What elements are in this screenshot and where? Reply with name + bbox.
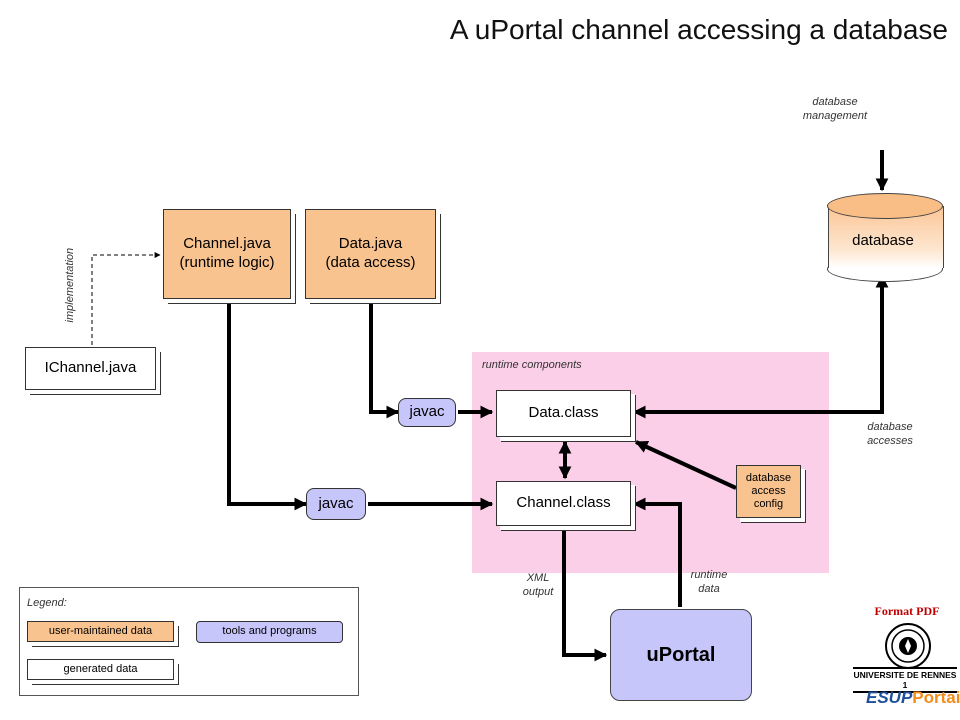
database-cylinder-top bbox=[827, 193, 943, 219]
xml-output-connector bbox=[562, 526, 608, 662]
database-management-label: database management bbox=[790, 95, 880, 124]
university-name: UNIVERSITE DE RENNES 1 bbox=[853, 667, 957, 693]
config-line2: access bbox=[751, 484, 786, 497]
db-mgmt-line2: management bbox=[802, 110, 868, 123]
format-pdf-label: Format PDF bbox=[874, 604, 940, 618]
esup-logo-suffix: Portail bbox=[912, 688, 960, 707]
xml-output-label: XML output bbox=[508, 571, 568, 600]
channel-java-line1: Channel.java bbox=[183, 235, 271, 253]
rt-line2: data bbox=[698, 583, 720, 596]
database-accesses-connector bbox=[632, 274, 889, 419]
rt-line1: runtime bbox=[690, 569, 728, 581]
implementation-label: implementation bbox=[63, 247, 76, 323]
runtime-data-connector bbox=[632, 497, 682, 607]
xml-line1: XML bbox=[526, 572, 550, 584]
config-line1: database bbox=[745, 471, 792, 484]
uportal-node: uPortal bbox=[610, 609, 752, 701]
database-accesses-label: database accesses bbox=[845, 420, 935, 449]
data-class-node: Data.class bbox=[496, 390, 631, 437]
legend-user-maintained: user-maintained data bbox=[27, 621, 174, 642]
javac-channel-node: javac bbox=[306, 488, 366, 520]
runtime-data-label: runtime data bbox=[679, 568, 739, 597]
database-label: database bbox=[852, 232, 914, 249]
channel-java-node: Channel.java(runtime logic) bbox=[163, 209, 291, 299]
university-seal-icon bbox=[885, 623, 931, 669]
config-to-data-class bbox=[634, 440, 737, 490]
data-java-line1: Data.java bbox=[338, 235, 403, 253]
data-java-node: Data.java(data access) bbox=[305, 209, 436, 299]
db-mgmt-line1: database bbox=[812, 96, 858, 108]
channel-java-line2: (runtime logic) bbox=[179, 254, 275, 271]
legend-tools: tools and programs bbox=[196, 621, 343, 643]
javac-data-node: javac bbox=[398, 398, 456, 427]
data-java-line2: (data access) bbox=[325, 254, 416, 271]
channel-class-node: Channel.class bbox=[496, 481, 631, 526]
implementation-connector bbox=[91, 252, 161, 345]
legend-generated: generated data bbox=[27, 659, 174, 680]
esup-portail-logo: ESUPPortail bbox=[866, 688, 960, 708]
esup-logo-prefix: ESUP bbox=[866, 688, 913, 707]
db-acc-line1: database bbox=[867, 421, 913, 433]
config-line3: config bbox=[753, 498, 784, 511]
db-acc-line2: accesses bbox=[867, 435, 913, 448]
db-access-config-node: database access config bbox=[736, 465, 801, 518]
legend-title: Legend: bbox=[27, 597, 67, 609]
legend bbox=[19, 587, 359, 696]
runtime-components-label: runtime components bbox=[482, 359, 582, 371]
data-java-to-javac bbox=[369, 302, 400, 419]
diagram-title: A uPortal channel accessing a database bbox=[449, 14, 948, 45]
channel-java-to-javac bbox=[227, 302, 308, 511]
xml-line2: output bbox=[522, 586, 554, 599]
ichannel-java-node: IChannel.java bbox=[25, 347, 156, 390]
